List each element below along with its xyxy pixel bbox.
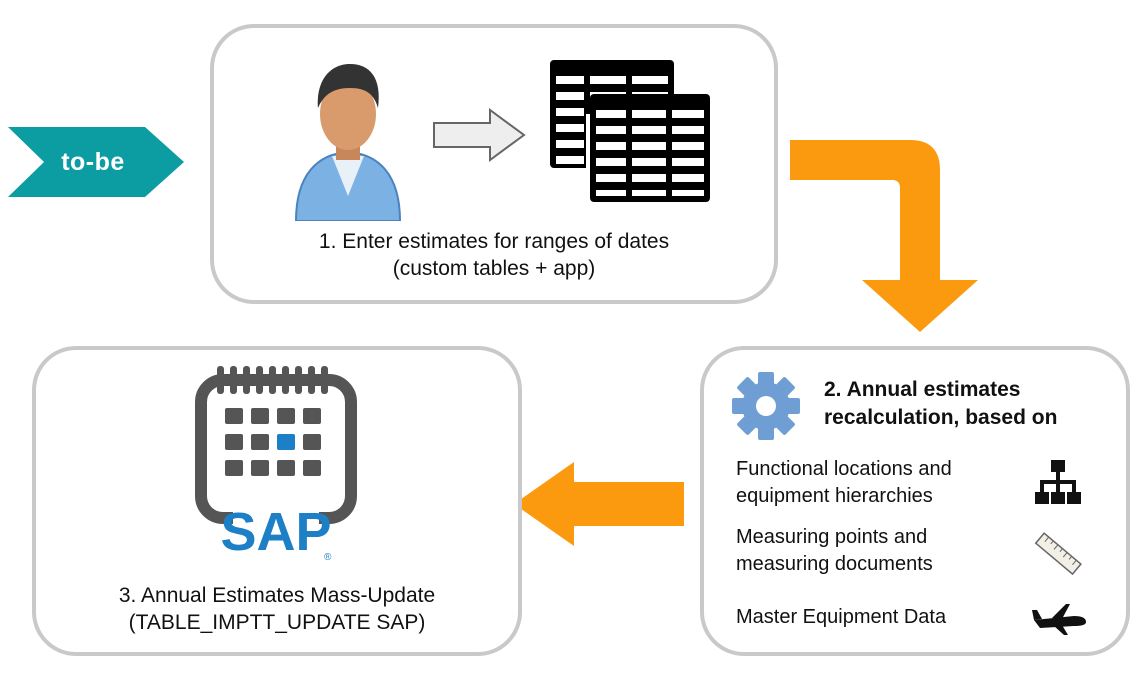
hierarchy-icon [1035,460,1081,504]
basis-item-functional-locations: Functional locations and equipment hiera… [736,456,952,510]
step3-line1: 3. Annual Estimates Mass-Update [118,584,436,607]
basis-item-master-equipment: Master Equipment Data [736,604,946,631]
tables-icon [550,60,714,202]
basis-item-measuring-points: Measuring points and measuring documents [736,524,933,578]
arrow-left-orange [514,462,684,546]
step3-line2: (TABLE_IMPTT_UPDATE SAP) [128,611,426,634]
sap-calendar-icon: SAP ® [195,366,357,563]
basis-item-line2: equipment hierarchies [736,485,933,507]
step3-caption: 3. Annual Estimates Mass-Update (TABLE_I… [36,582,518,636]
sap-logo-text: SAP [220,502,331,562]
step2-title-line2: recalculation, based on [824,406,1058,429]
ruler-icon [1034,532,1082,576]
to-be-label: to-be [61,147,125,176]
basis-item-line1: Measuring points and [736,526,928,548]
gear-icon [732,372,800,440]
user-icon [294,64,402,221]
svg-text:®: ® [324,552,332,563]
step1-caption: 1. Enter estimates for ranges of dates (… [214,228,774,282]
basis-item-line1: Functional locations and [736,458,952,480]
step2-title-line1: 2. Annual estimates [824,378,1021,401]
arrow-right-icon [433,108,526,162]
arrow-down-orange [790,140,978,332]
to-be-tag [8,127,184,197]
basis-item-line1: Master Equipment Data [736,606,947,628]
step2-title: 2. Annual estimates recalculation, based… [824,376,1057,432]
step3-box: SAP ® 3. Annual Estimates Mass-Update (T… [32,346,522,656]
step1-box: 1. Enter estimates for ranges of dates (… [210,24,778,304]
step2-box: 2. Annual estimates recalculation, based… [700,346,1130,656]
basis-item-line2: measuring documents [736,553,933,575]
step1-line2: (custom tables + app) [392,257,596,280]
step1-line1: 1. Enter estimates for ranges of dates [318,230,670,253]
airplane-icon [1032,604,1086,635]
